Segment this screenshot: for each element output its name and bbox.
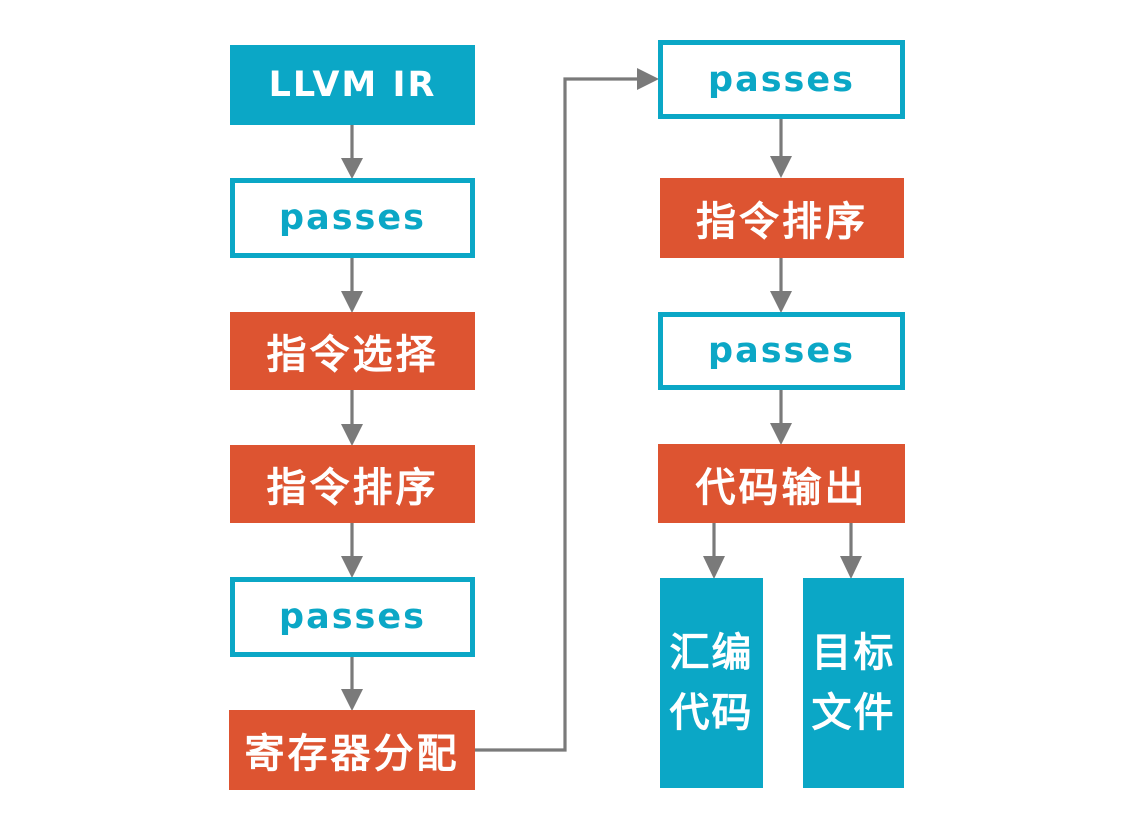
node-passes-3-label: passes <box>708 59 855 100</box>
node-passes-2: passes <box>230 577 475 657</box>
arrow-instruction-scheduling-to-passes2 <box>341 523 363 578</box>
node-passes-4: passes <box>658 312 905 390</box>
node-instruction-scheduling-left-label: 指令排序 <box>266 465 439 511</box>
arrow-passes1-to-instruction-selection <box>341 258 363 313</box>
node-passes-4-label: passes <box>708 331 855 371</box>
node-assembly-code-label: 汇编代码 <box>669 630 754 736</box>
arrow-instruction-scheduling2-to-passes4 <box>770 258 792 313</box>
arrow-llvmir-to-passes1 <box>341 125 363 179</box>
node-instruction-selection: 指令选择 <box>230 312 475 390</box>
node-code-emission-label: 代码输出 <box>695 464 868 511</box>
node-object-file-label: 目标文件 <box>811 630 896 736</box>
arrow-code-emission-to-assembly-code <box>703 523 725 579</box>
node-passes-2-label: passes <box>279 597 426 637</box>
arrow-passes2-to-register-allocation <box>341 657 363 711</box>
node-register-allocation: 寄存器分配 <box>229 710 475 790</box>
node-passes-1-label: passes <box>279 198 426 238</box>
arrow-instruction-selection-to-instruction-scheduling <box>341 390 363 446</box>
arrow-code-emission-to-object-file <box>840 523 862 579</box>
node-object-file: 目标文件 <box>803 578 904 788</box>
arrow-passes3-to-instruction-scheduling2 <box>770 119 792 178</box>
node-llvm-ir-label: LLVM IR <box>268 65 437 105</box>
node-code-emission: 代码输出 <box>658 444 905 523</box>
node-register-allocation-label: 寄存器分配 <box>244 731 460 777</box>
arrow-passes4-to-code-emission <box>770 390 792 445</box>
node-assembly-code: 汇编代码 <box>660 578 763 788</box>
node-passes-3: passes <box>658 40 905 119</box>
node-instruction-selection-label: 指令选择 <box>266 332 439 378</box>
node-llvm-ir: LLVM IR <box>230 45 475 125</box>
arrow-register-allocation-to-passes3 <box>475 68 659 752</box>
node-instruction-scheduling-right: 指令排序 <box>660 178 904 258</box>
node-passes-1: passes <box>230 178 475 258</box>
node-instruction-scheduling-right-label: 指令排序 <box>696 199 868 245</box>
node-instruction-scheduling-left: 指令排序 <box>230 445 475 523</box>
